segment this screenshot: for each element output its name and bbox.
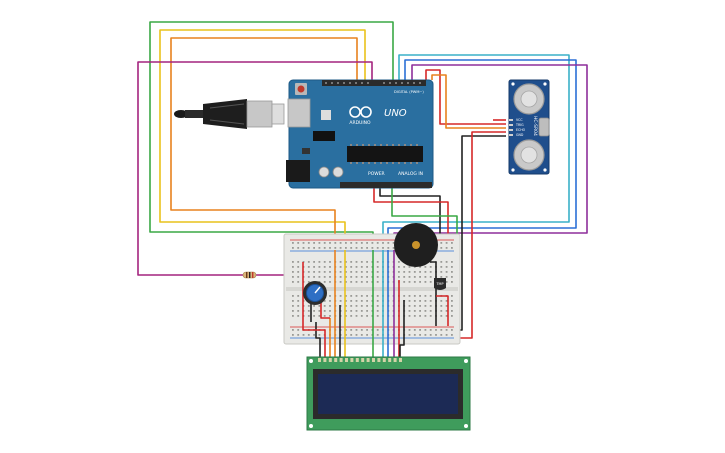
wire-magenta-loop xyxy=(137,61,373,276)
arduino-logo xyxy=(349,106,372,118)
lcd-16x2 xyxy=(306,356,471,431)
temp-sensor-label: TMP xyxy=(435,282,443,286)
wire-red-power xyxy=(373,188,449,240)
arduino-digital-label: DIGITAL (PWM~) xyxy=(394,90,424,94)
arduino-model-label: UNO xyxy=(384,108,407,119)
breadboard-holes xyxy=(292,242,453,336)
potentiometer xyxy=(303,281,327,305)
arduino-analog-label: ANALOG IN xyxy=(398,171,423,177)
piezo-buzzer xyxy=(394,223,438,267)
wire-red-buzzer xyxy=(436,295,449,326)
sensor-pin-echo: ECHO xyxy=(516,128,526,132)
lcd-pin-header xyxy=(318,358,402,362)
sensor-pin-trig: TRIG xyxy=(515,123,524,127)
wire-black-buzzer xyxy=(430,261,437,326)
wire-black3-bb-lcd xyxy=(399,300,405,357)
sensor-pin-gnd: GND xyxy=(516,133,524,137)
wire-orange-loop xyxy=(170,37,358,250)
arduino-power-label: POWER xyxy=(368,171,385,177)
sensor-model-label: HC-SR04 xyxy=(532,116,538,136)
wires xyxy=(137,21,588,339)
wire-red-bb-lcd xyxy=(302,262,326,357)
lcd-wires xyxy=(302,250,449,357)
wire-yellow-loop xyxy=(159,29,366,250)
sensor-pin-vcc: VCC xyxy=(516,118,523,122)
lcd-screen xyxy=(318,374,458,414)
wire-red-pot xyxy=(320,303,330,319)
wire-red-vcc xyxy=(425,69,506,125)
resistor xyxy=(242,271,257,279)
usb-cable xyxy=(174,99,285,129)
wire-orange-trig xyxy=(431,74,506,129)
arduino-uno: ARDUINO UNO DIGITAL (PWM~) POWER ANALOG … xyxy=(286,79,434,189)
temperature-sensor: TMP xyxy=(434,278,446,290)
wire-cyan-sensor xyxy=(382,54,570,250)
ultrasonic-sensor: VCC TRIG ECHO GND HC-SR04 xyxy=(508,79,550,175)
wire-blue-sensor xyxy=(387,59,577,250)
arduino-brand-label: ARDUINO xyxy=(349,120,371,126)
wire-black-power xyxy=(379,188,441,240)
